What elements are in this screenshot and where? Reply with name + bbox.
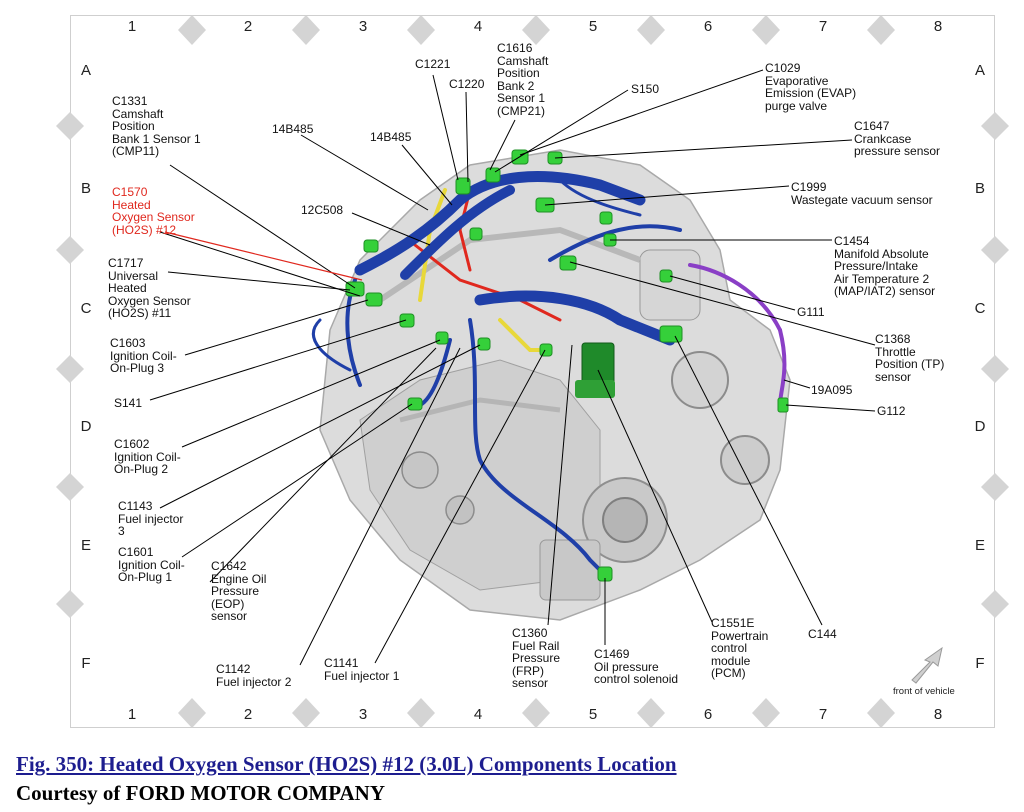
callout-c1142: C1142 Fuel injector 2 [216, 662, 292, 689]
callout-12c508: 12C508 [301, 203, 344, 217]
grid-col-label-bottom: 6 [703, 706, 713, 723]
grid-col-label: 1 [127, 18, 137, 35]
callout-c1360: C1360 Fuel Rail Pressure (FRP) sensor [512, 626, 561, 690]
callout-s150: S150 [631, 82, 660, 96]
callout-c1601: C1601 Ignition Coil- On-Plug 1 [118, 545, 185, 584]
callout-c1454: C1454 Manifold Absolute Pressure/Intake … [834, 234, 936, 298]
connectors [345, 149, 789, 582]
grid-col-label-bottom: 3 [358, 706, 368, 723]
callout-c1141: C1141 Fuel injector 1 [324, 656, 400, 683]
callout-19a095: 19A095 [811, 383, 853, 397]
callout-g111: G111 [797, 305, 825, 319]
pcm-module [581, 342, 615, 386]
grid-row-label: A [80, 62, 91, 79]
callout-c1368: C1368 Throttle Position (TP) sensor [875, 332, 945, 384]
callout-c1999: C1999 Wastegate vacuum sensor [791, 180, 933, 207]
callout-c144: C144 [808, 627, 837, 641]
callout-c1602: C1602 Ignition Coil- On-Plug 2 [114, 437, 181, 476]
leader-lines [149, 69, 876, 666]
front-of-vehicle-label: front of vehicle [893, 686, 955, 697]
grid-row-label: B [80, 180, 91, 197]
grid-col-label-bottom: 4 [473, 706, 483, 723]
grid-row-label: E [80, 537, 91, 554]
grid-row-label-right: A [974, 62, 985, 79]
callout-14b485-left: 14B485 [272, 122, 314, 136]
callout-c1469: C1469 Oil pressure control solenoid [594, 647, 679, 686]
engine-block [319, 149, 791, 621]
grid-row-label: D [80, 418, 92, 435]
callout-c1570: C1570 Heated Oxygen Sensor (HO2S) #12 [112, 185, 195, 237]
grid-row-label: F [81, 655, 91, 672]
grid-col-label-bottom: 8 [933, 706, 943, 723]
grid-col-label-bottom: 2 [243, 706, 253, 723]
callout-c1642: C1642 Engine Oil Pressure (EOP) sensor [211, 559, 267, 623]
figure-caption-link[interactable]: Fig. 350: Heated Oxygen Sensor (HO2S) #1… [16, 752, 677, 776]
callout-c1616: C1616 Camshaft Position Bank 2 Sensor 1 … [497, 41, 549, 118]
grid-col-label: 8 [933, 18, 943, 35]
grid-col-label: 7 [818, 18, 828, 35]
grid-row-label-right: B [974, 180, 985, 197]
grid-edge-markers [56, 15, 1009, 728]
grid-col-label: 3 [358, 18, 368, 35]
grid-col-label: 6 [703, 18, 713, 35]
grid-row-label-right: F [975, 655, 985, 672]
wiring-harness [312, 171, 787, 577]
callout-c1551e: C1551E Powertrain control module (PCM) [711, 616, 769, 680]
grid-col-label: 4 [473, 18, 483, 35]
figure-credit: Courtesy of FORD MOTOR COMPANY [16, 781, 386, 805]
grid-col-label: 2 [243, 18, 253, 35]
grid-row-label: C [80, 300, 92, 317]
grid-row-label-right: C [974, 300, 986, 317]
grid-col-label: 5 [588, 18, 598, 35]
ho2s12-leader [164, 231, 363, 281]
grid-row-label-right: E [974, 537, 985, 554]
callout-c1717: C1717 Universal Heated Oxygen Sensor (HO… [108, 256, 191, 320]
front-of-vehicle-arrow-icon [911, 646, 943, 684]
callout-s141: S141 [114, 396, 143, 410]
callout-c1221: C1221 [415, 57, 451, 71]
callout-c1331: C1331 Camshaft Position Bank 1 Sensor 1 … [112, 94, 201, 158]
callout-c1143: C1143 Fuel injector 3 [118, 499, 184, 538]
callout-14b485-right: 14B485 [370, 130, 412, 144]
callout-g112: G112 [877, 404, 906, 418]
callout-c1647: C1647 Crankcase pressure sensor [854, 119, 941, 158]
grid-col-label-bottom: 5 [588, 706, 598, 723]
callout-c1603: C1603 Ignition Coil- On-Plug 3 [110, 336, 177, 375]
callout-c1029: C1029 Evaporative Emission (EVAP) purge … [765, 61, 857, 113]
grid-row-label-right: D [974, 418, 986, 435]
grid-col-label-bottom: 7 [818, 706, 828, 723]
callout-c1220: C1220 [449, 77, 485, 91]
grid-col-label-bottom: 1 [127, 706, 137, 723]
